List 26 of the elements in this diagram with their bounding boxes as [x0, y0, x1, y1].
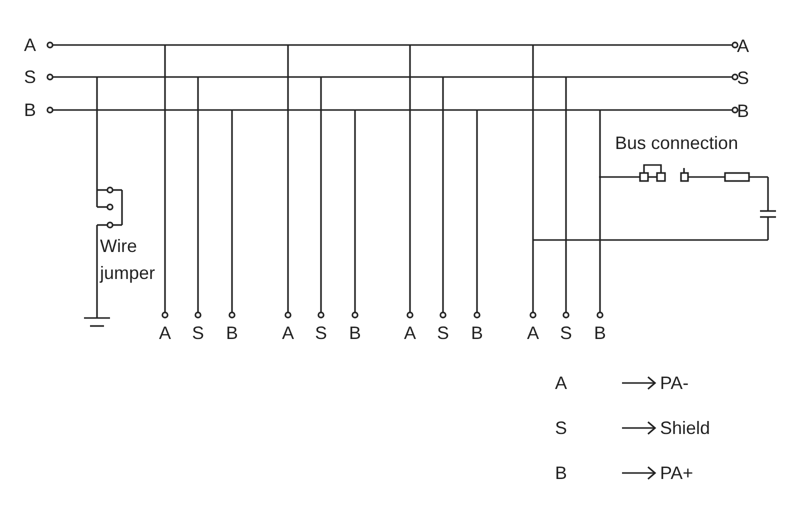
legend-key: S — [555, 418, 568, 438]
legend-value: Shield — [660, 418, 710, 438]
terminal-label: B — [349, 323, 362, 343]
terminal-label: S — [560, 323, 572, 343]
terminal-label: S — [437, 323, 450, 343]
terminal-label: S — [192, 323, 204, 343]
bus-label: A — [737, 36, 750, 56]
terminal-label: B — [226, 323, 238, 343]
terminal-label: B — [594, 323, 606, 343]
component-label: Wire jumper — [100, 235, 156, 285]
bus-label: S — [737, 68, 750, 88]
terminal-label: A — [404, 323, 416, 343]
terminal-label: A — [282, 323, 294, 343]
terminal-label: A — [527, 323, 540, 343]
legend-value: PA- — [660, 373, 689, 393]
bus-label: A — [24, 35, 36, 55]
bus-label: S — [24, 67, 36, 87]
legend-key: B — [555, 463, 568, 483]
terminal-label: S — [315, 323, 328, 343]
terminal-label: A — [159, 323, 172, 343]
legend-key: A — [555, 373, 568, 393]
bus-label: B — [737, 101, 750, 121]
component-label: Bus connection — [615, 133, 738, 153]
legend-value: PA+ — [660, 463, 694, 483]
bus-label: B — [24, 100, 36, 120]
terminal-label: B — [471, 323, 484, 343]
